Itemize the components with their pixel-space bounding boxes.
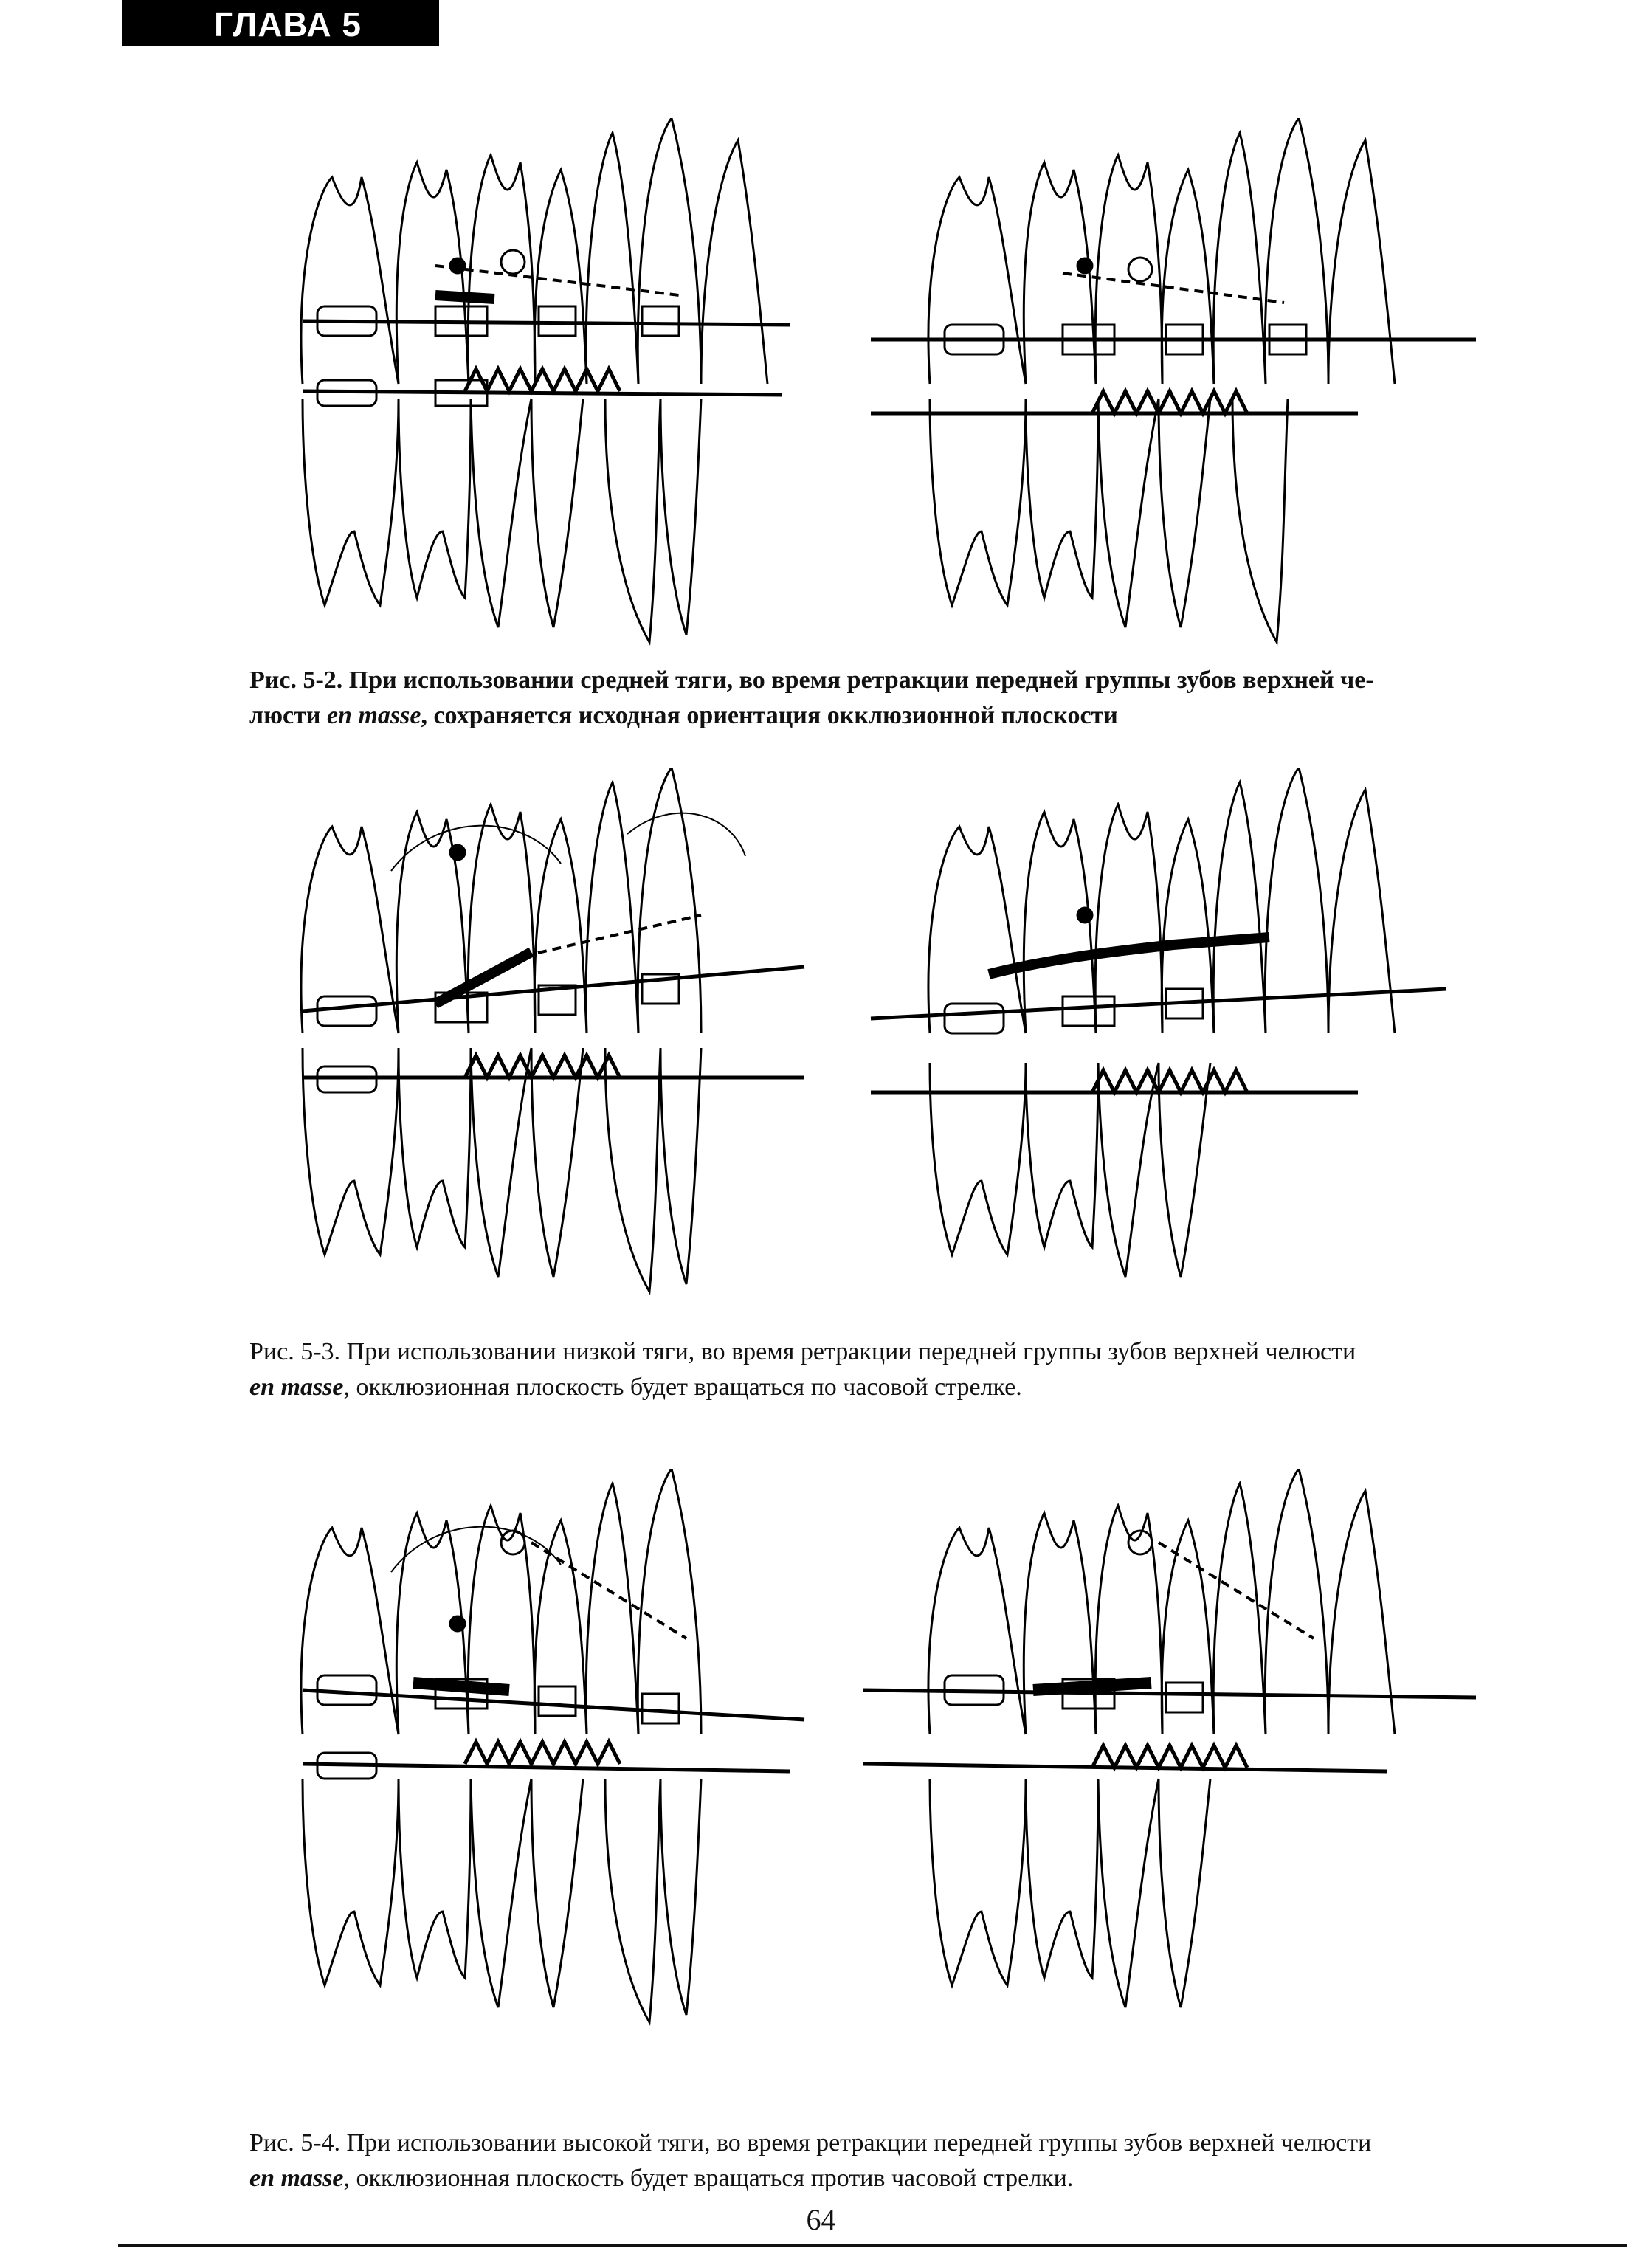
caption-text-end: , сохраняется исходная ориентация окклюз…	[421, 702, 1118, 729]
dental-arch-drawing	[300, 118, 1476, 646]
caption-label: Рис. 5-2.	[249, 666, 343, 694]
figure-5-3-illustration	[288, 768, 1483, 1299]
figure-5-2-illustration	[288, 118, 1483, 649]
caption-text-end: , окклюзионная плоскость будет вращаться…	[343, 2165, 1074, 2192]
caption-italic-term: en masse	[249, 1373, 344, 1401]
dental-arch-drawing	[300, 768, 1447, 1295]
caption-italic-term: en masse	[326, 702, 421, 729]
caption-label: Рис. 5-3.	[249, 1338, 341, 1365]
caption-text: При использовании средней тяги, во время…	[348, 666, 1374, 694]
page-number: 64	[806, 2203, 836, 2236]
chapter-header-tab: ГЛАВА 5	[122, 0, 439, 46]
caption-text-continued: люсти	[249, 702, 321, 729]
figure-5-4-illustration	[288, 1469, 1483, 2103]
figure-5-4-caption: Рис. 5-4. При использовании высокой тяги…	[249, 2126, 1498, 2196]
chapter-label: ГЛАВА 5	[214, 5, 362, 44]
dental-arch-drawing	[300, 1469, 1477, 2026]
figure-5-2-caption: Рис. 5-2. При использовании средней тяги…	[249, 663, 1498, 734]
footer-divider	[118, 2244, 1627, 2247]
figure-5-3-caption: Рис. 5-3. При использовании низкой тяги,…	[249, 1334, 1498, 1405]
caption-text-end: , окклюзионная плоскость будет вращаться…	[343, 1373, 1022, 1401]
caption-italic-term: en masse	[249, 2165, 344, 2192]
caption-text: При использовании высокой тяги, во время…	[346, 2129, 1372, 2157]
caption-label: Рис. 5-4.	[249, 2129, 341, 2157]
caption-text: При использовании низкой тяги, во время …	[346, 1338, 1356, 1365]
